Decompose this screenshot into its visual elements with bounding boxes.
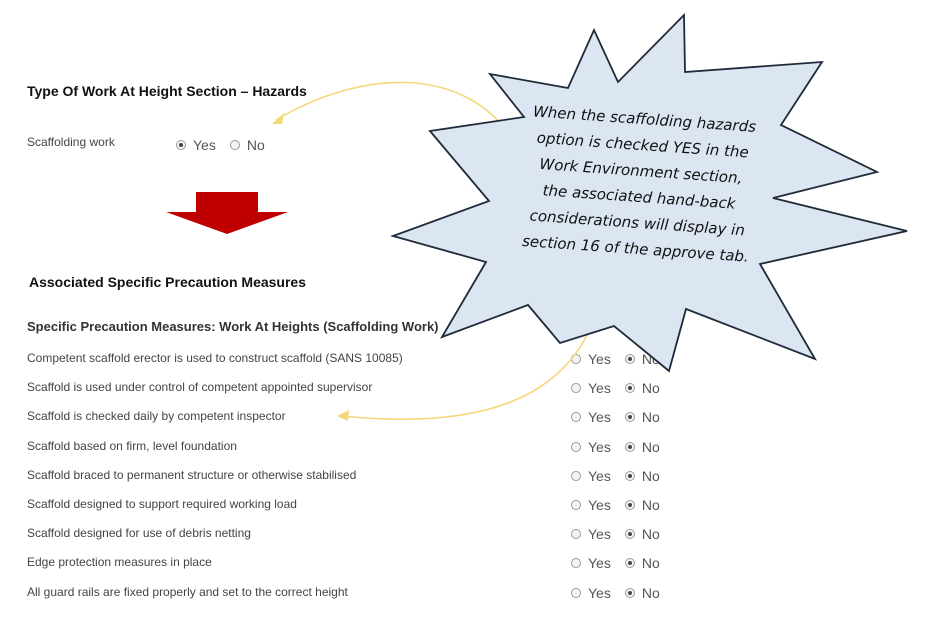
radio-no[interactable] <box>624 412 635 423</box>
radio-no[interactable] <box>624 499 635 510</box>
precaution-label: Scaffold designed for use of debris nett… <box>27 526 251 541</box>
precaution-label: Scaffold designed to support required wo… <box>27 496 297 511</box>
radio-yes[interactable] <box>571 470 581 481</box>
precaution-label: Scaffold braced to permanent structure o… <box>27 467 357 482</box>
yes-label: Yes <box>193 137 216 153</box>
radio-no[interactable] <box>624 354 635 364</box>
precaution-radio-group: Yes No <box>571 585 674 601</box>
no-label: No <box>246 137 265 153</box>
precaution-yes-option[interactable]: Yes <box>571 439 611 455</box>
yes-label: Yes <box>588 526 611 543</box>
hazards-section-title: Type Of Work At Height Section – Hazards <box>27 83 307 99</box>
precaution-row: Scaffold designed to support required wo… <box>27 493 687 522</box>
precaution-no-option[interactable]: No <box>624 555 660 572</box>
yes-label: Yes <box>588 438 611 455</box>
precaution-radio-group: Yes No <box>571 497 674 513</box>
no-label: No <box>641 526 660 543</box>
radio-yes[interactable] <box>571 558 581 569</box>
down-arrow-icon <box>166 192 288 234</box>
precaution-radio-group: Yes No <box>571 555 674 571</box>
radio-no[interactable] <box>229 140 240 150</box>
no-label: No <box>641 584 660 601</box>
radio-no[interactable] <box>624 441 635 452</box>
precaution-radio-group: Yes No <box>571 526 674 542</box>
no-label: No <box>641 380 660 397</box>
precautions-section-title: Associated Specific Precaution Measures <box>29 274 306 290</box>
radio-yes[interactable] <box>571 441 581 452</box>
precautions-subtitle: Specific Precaution Measures: Work At He… <box>27 319 439 334</box>
precaution-row: Edge protection measures in place Yes No <box>27 551 687 580</box>
precaution-label: Scaffold based on firm, level foundation <box>27 438 237 453</box>
precaution-yes-option[interactable]: Yes <box>571 497 611 513</box>
precaution-no-option[interactable]: No <box>624 380 660 397</box>
precaution-radio-group: Yes No <box>571 439 674 455</box>
radio-yes[interactable] <box>571 587 581 598</box>
yes-label: Yes <box>588 467 611 484</box>
precaution-label: All guard rails are fixed properly and s… <box>27 584 348 599</box>
precaution-row: Scaffold designed for use of debris nett… <box>27 522 687 551</box>
precaution-no-option[interactable]: No <box>624 496 660 513</box>
precaution-no-option[interactable]: No <box>624 526 660 543</box>
precaution-no-option[interactable]: No <box>624 467 660 484</box>
precaution-label: Competent scaffold erector is used to co… <box>27 351 403 365</box>
yes-label: Yes <box>588 584 611 601</box>
precaution-no-option[interactable]: No <box>624 438 660 455</box>
precaution-label: Scaffold is used under control of compet… <box>27 380 373 395</box>
radio-no[interactable] <box>624 470 635 481</box>
precaution-no-option[interactable]: No <box>624 409 660 426</box>
precaution-row: Scaffold is used under control of compet… <box>27 376 687 405</box>
radio-no[interactable] <box>624 383 635 394</box>
no-label: No <box>641 555 660 572</box>
precaution-yes-option[interactable]: Yes <box>571 585 611 601</box>
precaution-row: All guard rails are fixed properly and s… <box>27 581 687 610</box>
radio-yes[interactable] <box>571 499 581 510</box>
precaution-row: Scaffold is checked daily by competent i… <box>27 405 687 434</box>
precaution-label: Scaffold is checked daily by competent i… <box>27 409 286 424</box>
scaffolding-work-yes-option[interactable]: Yes <box>176 137 216 153</box>
yes-label: Yes <box>588 555 611 572</box>
precaution-label: Edge protection measures in place <box>27 555 212 570</box>
callout-text: When the scaffolding hazards option is c… <box>500 97 780 271</box>
radio-no[interactable] <box>624 587 635 598</box>
yes-label: Yes <box>588 496 611 513</box>
radio-yes[interactable] <box>176 140 186 150</box>
precaution-row: Scaffold braced to permanent structure o… <box>27 464 687 493</box>
precaution-yes-option[interactable]: Yes <box>571 526 611 542</box>
scaffolding-work-label: Scaffolding work <box>27 135 115 149</box>
radio-yes[interactable] <box>571 529 581 540</box>
scaffolding-work-no-option[interactable]: No <box>229 137 265 153</box>
precaution-yes-option[interactable]: Yes <box>571 468 611 484</box>
precaution-yes-option[interactable]: Yes <box>571 555 611 571</box>
precaution-row: Scaffold based on firm, level foundation… <box>27 435 687 464</box>
precaution-no-option[interactable]: No <box>624 584 660 601</box>
no-label: No <box>641 409 660 426</box>
precaution-radio-group: Yes No <box>571 468 674 484</box>
radio-no[interactable] <box>624 529 635 540</box>
no-label: No <box>641 438 660 455</box>
no-label: No <box>641 467 660 484</box>
precautions-list: Competent scaffold erector is used to co… <box>27 347 687 610</box>
no-label: No <box>641 496 660 513</box>
radio-no[interactable] <box>624 558 635 569</box>
scaffolding-work-radio-group: Yes No <box>176 137 279 153</box>
